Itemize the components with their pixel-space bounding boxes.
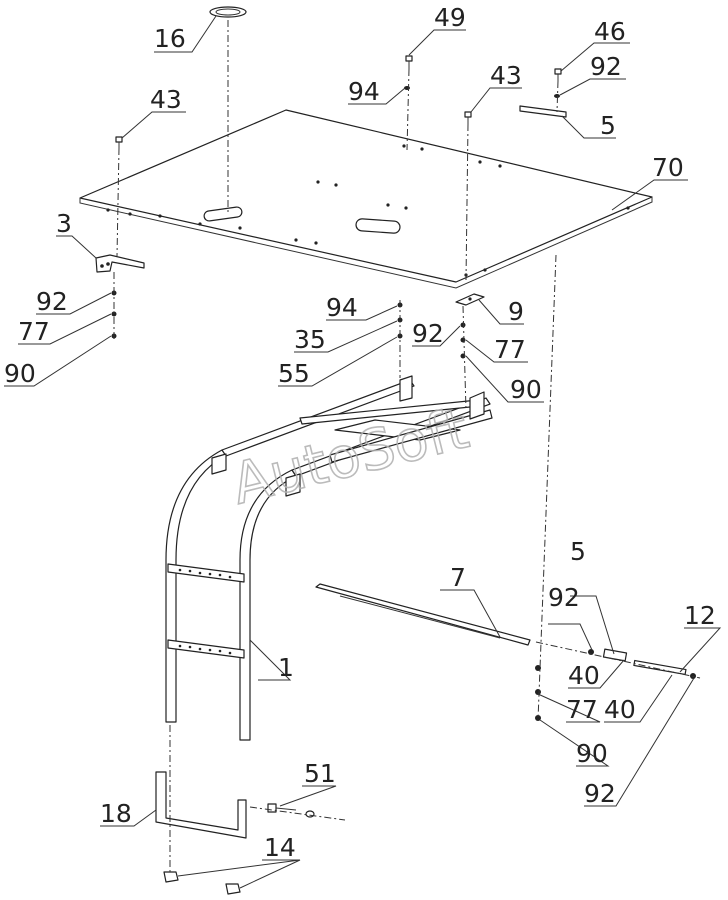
callout-labels: 16 49 46 92 43 94 43 5 70 3 92 77 90 94 … [4, 3, 716, 862]
ladder-hook [285, 473, 301, 497]
washer-near-bolt-51 [305, 810, 315, 818]
callout-16: 16 [154, 24, 186, 53]
ladder-rung-lower [167, 639, 245, 659]
bolt-43-right [464, 111, 472, 124]
callout-35: 35 [294, 325, 326, 354]
callout-90: 90 [510, 375, 542, 404]
callout-9: 9 [508, 297, 524, 326]
deck-plate [79, 109, 653, 289]
ladder-hook [211, 453, 227, 475]
bolt-46 [554, 68, 562, 81]
ladder-hook [469, 391, 485, 420]
callout-12: 12 [684, 601, 716, 630]
pin-12 [633, 659, 687, 676]
callout-92: 92 [590, 52, 622, 81]
bracket-9 [455, 293, 485, 306]
ladder-hook [399, 375, 413, 402]
leader-lines [4, 15, 722, 889]
fastener-stack-lower-right [535, 665, 541, 721]
callout-77: 77 [566, 695, 598, 724]
nut-14-left [163, 871, 179, 883]
callout-92: 92 [584, 779, 616, 808]
callout-70: 70 [652, 153, 684, 182]
callout-49: 49 [434, 3, 466, 32]
bolt-49 [405, 55, 413, 69]
rail-7 [315, 583, 531, 646]
callout-3: 3 [56, 209, 72, 238]
ladder-frame [165, 375, 493, 741]
deck-plate-holes [106, 144, 630, 277]
callout-77: 77 [494, 335, 526, 364]
strip-5-top [519, 105, 567, 118]
callout-92: 92 [412, 319, 444, 348]
callout-1: 1 [278, 653, 294, 682]
fastener-stack-center [397, 302, 403, 339]
bracket-3 [95, 254, 145, 273]
assembly-axes [113, 20, 701, 875]
deck-slot-center [355, 218, 401, 234]
deck-slot-left [203, 206, 243, 222]
nut-14-right [225, 883, 241, 895]
ladder-rung-upper [167, 563, 245, 583]
callout-18: 18 [100, 799, 132, 828]
callout-46: 46 [594, 17, 626, 46]
callout-90: 90 [576, 739, 608, 768]
grommet-16 [209, 6, 247, 18]
rail-7-edge [339, 595, 501, 639]
callout-55: 55 [278, 359, 310, 388]
callout-43: 43 [490, 61, 522, 90]
callout-43: 43 [150, 85, 182, 114]
callout-51: 51 [304, 759, 336, 788]
callout-92: 92 [548, 583, 580, 612]
callout-94: 94 [348, 77, 380, 106]
callout-14: 14 [264, 833, 296, 862]
callout-5: 5 [570, 537, 586, 566]
callout-92: 92 [36, 287, 68, 316]
washer-92-top [554, 94, 560, 98]
callout-7: 7 [450, 563, 466, 592]
bolt-43-left [115, 136, 123, 148]
washer-92-lower [588, 649, 594, 655]
callout-94: 94 [326, 293, 358, 322]
callout-77: 77 [18, 317, 50, 346]
callout-90: 90 [4, 359, 36, 388]
callout-40: 40 [568, 661, 600, 690]
callout-5: 5 [600, 111, 616, 140]
callout-40: 40 [604, 695, 636, 724]
bracket-18 [155, 771, 247, 839]
bolt-51 [267, 803, 297, 813]
